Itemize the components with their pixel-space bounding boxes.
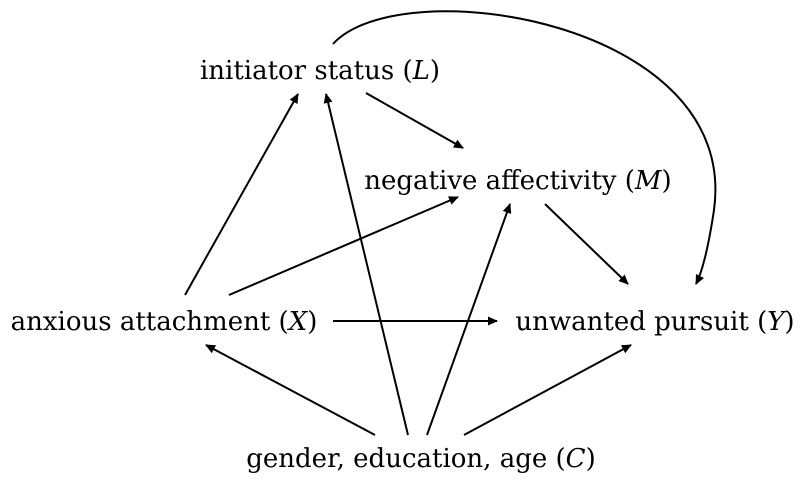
nodes: initiator status (L) negative affectivit… <box>11 56 795 474</box>
edge-c-to-x <box>205 344 376 436</box>
edge-l-to-y <box>332 10 717 285</box>
edge-l-to-m <box>365 92 464 149</box>
edge-m-to-y <box>544 203 629 285</box>
node-anxious-attachment: anxious attachment (X) <box>11 307 318 337</box>
node-unwanted-pursuit: unwanted pursuit (Y) <box>515 307 794 337</box>
edge-c-to-y <box>463 344 632 436</box>
edge-x-to-m <box>228 196 459 296</box>
node-negative-affectivity: negative affectivity (M) <box>364 166 671 196</box>
node-initiator-status: initiator status (L) <box>200 56 440 86</box>
edges <box>184 10 717 436</box>
edge-x-to-l <box>184 93 299 296</box>
node-gender-education-age: gender, education, age (C) <box>246 444 595 474</box>
edge-c-to-m <box>426 203 512 436</box>
edge-c-to-l <box>323 93 409 436</box>
